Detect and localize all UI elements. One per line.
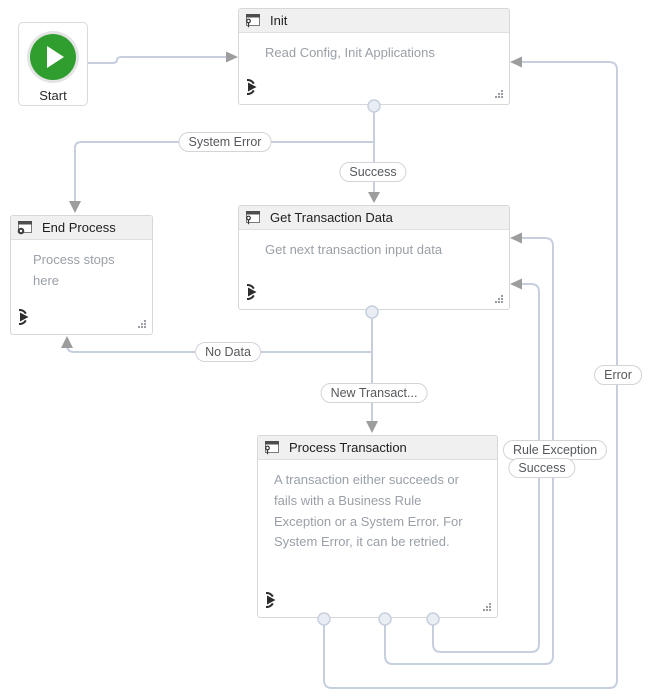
start-node[interactable]: Start xyxy=(18,22,88,106)
state-annotation: Get next transaction input data xyxy=(265,242,443,257)
state-process-transaction-header[interactable]: Process Transaction xyxy=(258,436,497,460)
entry-exit-actions-icon xyxy=(19,309,29,325)
entry-exit-actions-icon xyxy=(266,592,276,608)
play-triangle-icon xyxy=(47,46,64,68)
arrowhead xyxy=(510,232,522,244)
transition-label-new-transaction[interactable]: New Transact... xyxy=(320,383,428,403)
state-title: Get Transaction Data xyxy=(270,210,393,225)
wire-start-to-init[interactable] xyxy=(88,56,227,64)
entry-exit-actions-icon xyxy=(247,79,257,95)
state-end-process-header[interactable]: End Process xyxy=(11,216,152,240)
arrowhead xyxy=(368,192,380,203)
state-title: End Process xyxy=(42,220,116,235)
state-icon xyxy=(265,441,279,455)
state-title: Process Transaction xyxy=(289,440,407,455)
transition-label-success-2[interactable]: Success xyxy=(508,458,576,478)
transition-label-no-data[interactable]: No Data xyxy=(195,342,261,362)
transition-label-success[interactable]: Success xyxy=(339,162,407,182)
state-annotation: Read Config, Init Applications xyxy=(265,45,435,60)
arrowhead xyxy=(61,336,73,348)
state-icon xyxy=(246,14,260,28)
state-process-transaction[interactable]: Process Transaction A transaction either… xyxy=(257,435,498,618)
arrowhead xyxy=(366,421,378,433)
final-state-icon xyxy=(17,221,32,235)
resize-grip[interactable] xyxy=(482,602,492,612)
transition-label-error[interactable]: Error xyxy=(594,365,642,385)
transition-label-rule-exception[interactable]: Rule Exception xyxy=(502,440,608,460)
state-annotation: Process stops here xyxy=(33,252,115,288)
state-get-transaction-data[interactable]: Get Transaction Data Get next transactio… xyxy=(238,205,510,310)
state-title: Init xyxy=(270,13,288,28)
resize-grip[interactable] xyxy=(137,319,147,329)
arrowhead xyxy=(510,56,522,68)
transition-label-system-error[interactable]: System Error xyxy=(178,132,272,152)
entry-exit-actions-icon xyxy=(247,284,257,300)
resize-grip[interactable] xyxy=(494,294,504,304)
state-init[interactable]: Init Read Config, Init Applications xyxy=(238,8,510,105)
arrowhead xyxy=(226,51,238,63)
arrowhead xyxy=(510,278,522,290)
state-get-transaction-data-header[interactable]: Get Transaction Data xyxy=(239,206,509,230)
arrowhead xyxy=(69,201,81,213)
state-annotation: A transaction either succeeds or fails w… xyxy=(274,472,463,550)
state-init-header[interactable]: Init xyxy=(239,9,509,33)
start-label: Start xyxy=(39,88,67,103)
play-icon xyxy=(30,34,76,80)
state-icon xyxy=(246,211,260,225)
state-end-process[interactable]: End Process Process stops here xyxy=(10,215,153,335)
resize-grip[interactable] xyxy=(494,89,504,99)
